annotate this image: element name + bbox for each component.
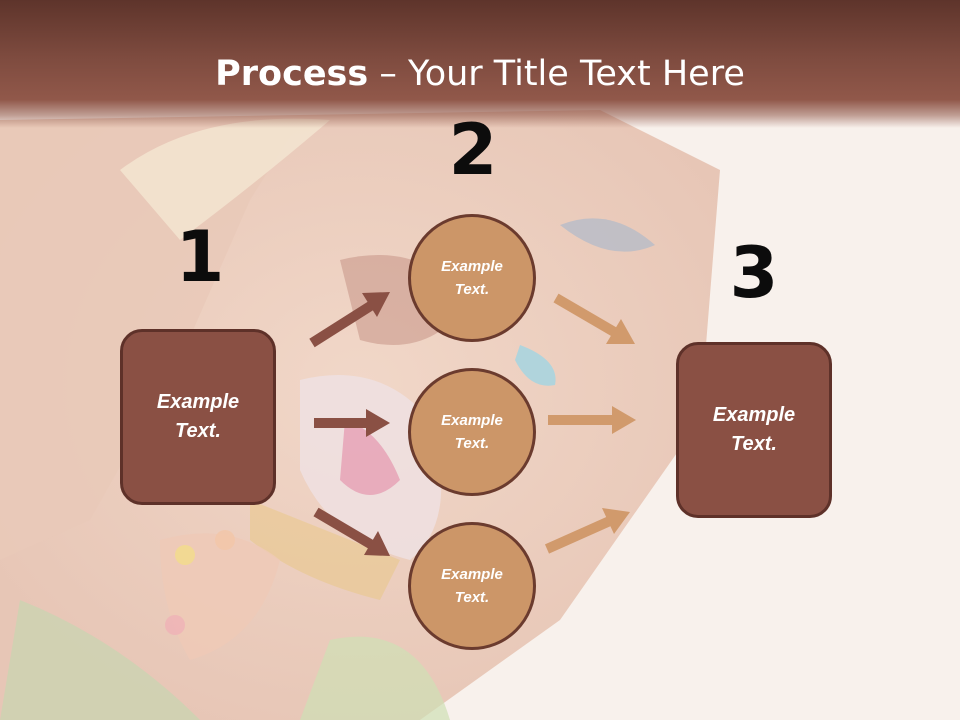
arrow-right-lower <box>544 508 630 554</box>
circle-bottom-text: Example Text. <box>441 566 503 606</box>
left-box-text: Example Text. <box>156 391 240 442</box>
title-band <box>0 0 960 128</box>
arrow-left-lower <box>313 507 390 556</box>
arrow-right-middle <box>548 406 636 434</box>
circle-middle: Example Text. <box>408 368 536 496</box>
step-number-3: 3 <box>729 232 779 314</box>
right-box-text: Example Text. <box>712 404 796 455</box>
slide-title: Process – Your Title Text Here <box>0 52 960 96</box>
left-box: Example Text. <box>120 329 276 505</box>
step-number-2: 2 <box>448 109 498 191</box>
title-bold: Process <box>215 54 369 94</box>
step-number-1: 1 <box>175 216 225 298</box>
circle-top-text: Example Text. <box>441 258 503 298</box>
right-box: Example Text. <box>676 342 832 518</box>
circle-middle-text: Example Text. <box>441 412 503 452</box>
circle-top: Example Text. <box>408 214 536 342</box>
arrow-left-upper <box>309 292 390 348</box>
arrow-left-middle <box>314 409 390 437</box>
arrow-right-upper <box>553 293 635 344</box>
title-rest: – Your Title Text Here <box>368 54 745 94</box>
circle-bottom: Example Text. <box>408 522 536 650</box>
